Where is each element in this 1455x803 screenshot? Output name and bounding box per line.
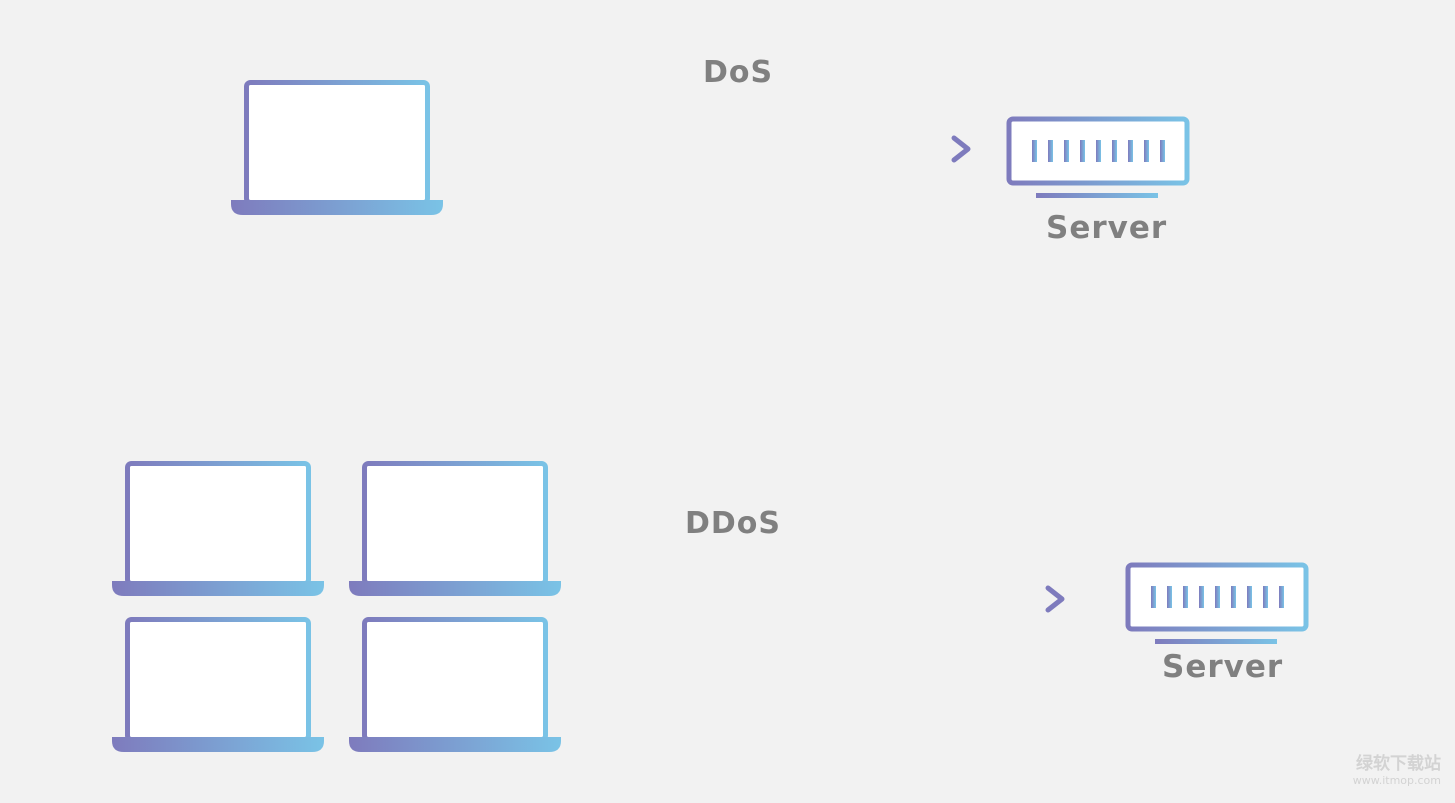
server-label: Server (1046, 210, 1168, 246)
arrow-right-icon (582, 585, 1065, 613)
watermark-url: www.itmop.com (1352, 774, 1441, 787)
dos-section (231, 83, 1187, 216)
laptop-icon (112, 620, 324, 753)
server-label: Server (1162, 649, 1284, 685)
ddos-section (112, 464, 1306, 753)
ddos-label: DDoS (685, 506, 782, 541)
server-icon (1128, 565, 1306, 644)
dos-label: DoS (703, 55, 774, 90)
watermark-brand: 绿软下载站 (1356, 754, 1441, 774)
server-icon (1009, 119, 1187, 198)
laptop-icon (349, 464, 561, 597)
watermark: 绿软下载站 www.itmop.com (1353, 749, 1441, 787)
laptop-icon (349, 620, 561, 753)
arrow-right-icon (487, 135, 971, 163)
laptop-icon (112, 464, 324, 597)
laptop-icon (231, 83, 443, 216)
